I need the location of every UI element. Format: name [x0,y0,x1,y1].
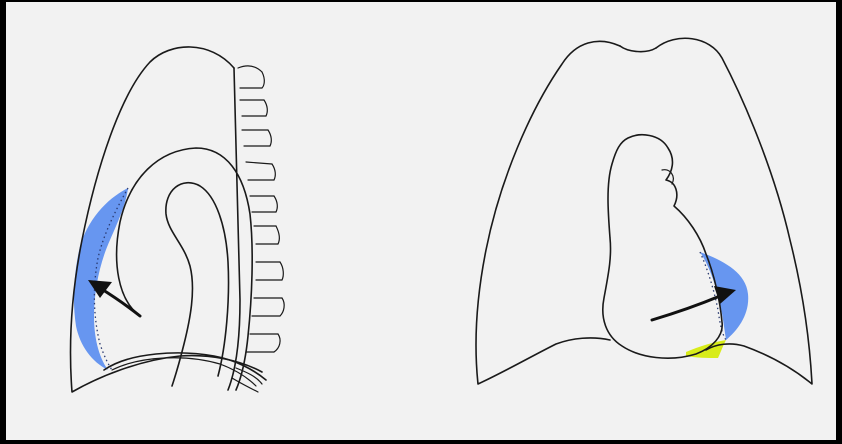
lateral-view [70,47,284,392]
frontal-lungs-outline [476,41,620,384]
lateral-posterior-line [228,68,240,390]
lateral-arrow [88,280,140,316]
frontal-heart-outline [603,135,722,358]
frontal-trachea-notch [620,46,656,52]
frontal-view [476,38,812,384]
lateral-spine [232,66,284,392]
lateral-blue-region [74,188,128,370]
